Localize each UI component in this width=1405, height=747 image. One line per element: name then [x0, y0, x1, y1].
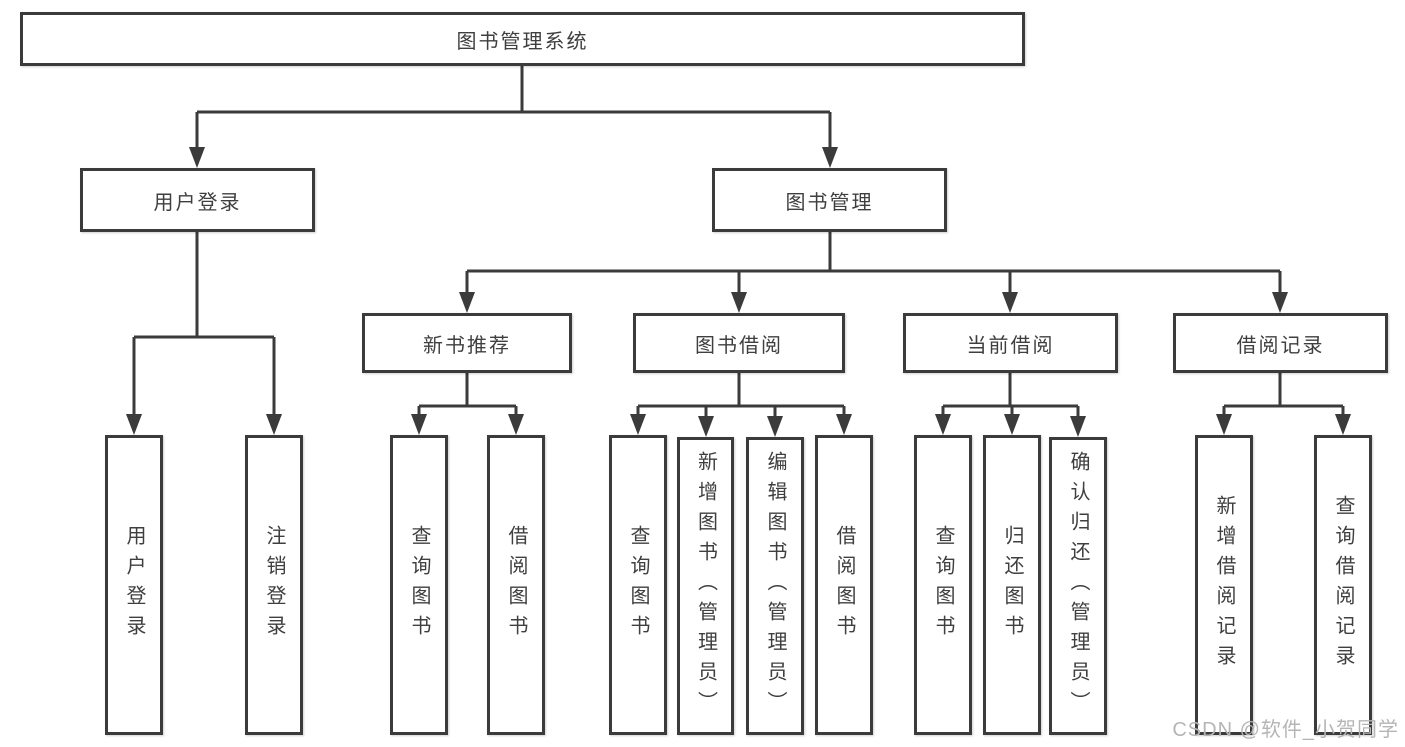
node-root-system: 图书管理系统	[20, 12, 1025, 66]
leaf-query-borrow-record: 查询借阅记录	[1314, 435, 1372, 735]
leaf-label: 借阅图书	[833, 525, 855, 645]
leaf-label: 归还图书	[1001, 525, 1023, 645]
leaf-label: 查询借阅记录	[1332, 495, 1354, 675]
leaf-query-books-current: 查询图书	[914, 435, 972, 735]
leaf-user-login: 用户登录	[105, 435, 163, 735]
leaf-label: 新增借阅记录	[1213, 495, 1235, 675]
leaf-add-borrow-record: 新增借阅记录	[1195, 435, 1253, 735]
csdn-watermark: CSDN @软件_小贺同学	[1172, 719, 1399, 741]
leaf-query-books-borrow: 查询图书	[609, 435, 667, 735]
leaf-label: 借阅图书	[505, 525, 527, 645]
leaf-label: 确认归还（管理员）	[1067, 451, 1089, 721]
node-book-borrow: 图书借阅	[633, 313, 845, 373]
leaf-borrow-books: 借阅图书	[815, 435, 873, 735]
leaf-logout: 注销登录	[245, 435, 303, 735]
node-new-book-recommend: 新书推荐	[362, 313, 572, 373]
leaf-label: 新增图书（管理员）	[694, 451, 717, 721]
node-borrow-records: 借阅记录	[1173, 313, 1388, 373]
leaf-borrow-books-recommend: 借阅图书	[487, 435, 545, 735]
leaf-label: 用户登录	[123, 525, 145, 645]
node-user-login: 用户登录	[80, 168, 315, 232]
leaf-edit-book-admin: 编辑图书（管理员）	[746, 437, 804, 735]
leaf-label: 注销登录	[263, 525, 285, 645]
leaf-return-book: 归还图书	[983, 435, 1041, 735]
leaf-label: 查询图书	[627, 525, 649, 645]
leaf-confirm-return-admin: 确认归还（管理员）	[1049, 437, 1107, 735]
node-book-management: 图书管理	[712, 168, 947, 232]
leaf-label: 编辑图书（管理员）	[764, 451, 786, 721]
leaf-add-book-admin: 新增图书（管理员）	[677, 437, 734, 735]
leaf-label: 查询图书	[408, 525, 430, 645]
leaf-query-books-recommend: 查询图书	[390, 435, 448, 735]
node-current-borrow: 当前借阅	[903, 313, 1118, 373]
leaf-label: 查询图书	[932, 525, 954, 645]
